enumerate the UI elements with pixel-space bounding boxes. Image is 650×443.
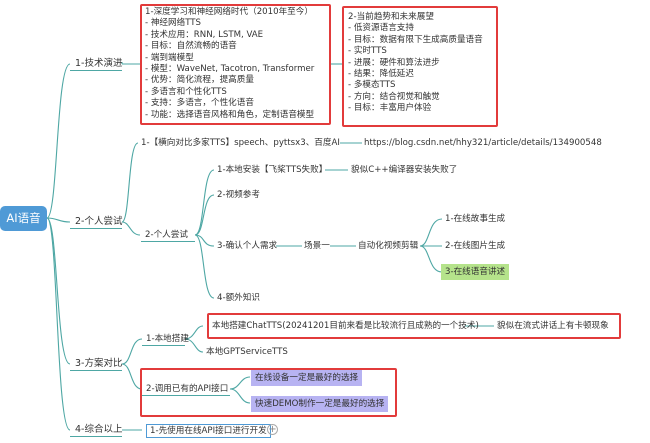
branch-personal-underline bbox=[70, 228, 122, 229]
tech-block2-line: - 目标：丰富用户体验 bbox=[348, 103, 432, 114]
branch-summary[interactable]: 4-综合以上 bbox=[75, 424, 123, 435]
node-gpt-service[interactable]: 本地GPTServiceTTS bbox=[206, 347, 288, 357]
tech-block2-line: 2-当前趋势和未来展望 bbox=[348, 12, 434, 22]
node-local-install[interactable]: 1-本地安装【飞桨TTS失败】 bbox=[217, 165, 328, 175]
node-attempt-underline bbox=[141, 241, 195, 242]
tech-block1-line: 1-深度学习和神经网络时代（2010年至今） bbox=[145, 7, 313, 17]
branch-compare-underline bbox=[70, 370, 122, 371]
branch-summary-underline bbox=[70, 436, 122, 437]
tech-block2-line: - 低资源语言支持 bbox=[348, 23, 414, 34]
tech-block1[interactable]: 1-深度学习和神经网络时代（2010年至今） - 神经网络TTS - 技术应用：… bbox=[145, 7, 314, 121]
node-horizontal-url[interactable]: https://blog.csdn.net/hhy321/article/det… bbox=[364, 138, 602, 148]
tech-block2-line: - 结果：降低延迟 bbox=[348, 68, 414, 79]
tech-block1-line: - 模型：WaveNet, Tacotron, Transformer bbox=[145, 63, 315, 74]
node-story[interactable]: 1-在线故事生成 bbox=[445, 214, 506, 224]
tech-block1-line: - 功能：选择语音风格和角色，定制语音模型 bbox=[145, 109, 315, 120]
tech-block2-line: - 多模态TTS bbox=[348, 80, 396, 91]
tech-block1-line: - 目标：自然流畅的语音 bbox=[145, 41, 237, 52]
branch-personal[interactable]: 2-个人尝试 bbox=[75, 216, 123, 227]
node-attempt[interactable]: 2-个人尝试 bbox=[145, 230, 188, 240]
api-frame bbox=[140, 368, 397, 417]
tech-block1-line: - 技术应用：RNN, LSTM, VAE bbox=[145, 29, 264, 40]
tech-block1-line: - 端到端模型 bbox=[145, 52, 194, 63]
tech-block2-line: - 方向：结合视觉和触觉 bbox=[348, 91, 440, 102]
node-conclusion[interactable]: 1-先使用在线API接口进行开发 bbox=[146, 424, 271, 438]
node-voice[interactable]: 3-在线语音讲述 bbox=[441, 264, 510, 280]
node-extra[interactable]: 4-额外知识 bbox=[217, 293, 260, 303]
tech-block2-line: - 实时TTS bbox=[348, 46, 387, 57]
node-api[interactable]: 2-调用已有的API接口 bbox=[146, 384, 229, 394]
add-node-icon[interactable]: + bbox=[267, 424, 278, 435]
tech-block2-line: - 进展：硬件和算法进步 bbox=[348, 57, 440, 68]
node-scene[interactable]: 场景一 bbox=[304, 241, 330, 251]
node-chattts[interactable]: 本地搭建ChatTTS(20241201目前来看是比较流行且成熟的一个技术) bbox=[212, 321, 479, 331]
node-local-install-note[interactable]: 貌似C++编译器安装失败了 bbox=[351, 165, 458, 175]
node-auto-edit[interactable]: 自动化视频剪辑 bbox=[358, 241, 419, 251]
tech-block1-line: - 支持：多语言，个性化语音 bbox=[145, 98, 254, 109]
node-horizontal-compare[interactable]: 1-【横向对比多家TTS】speech、pyttsx3、百度AI bbox=[141, 138, 340, 148]
branch-tech[interactable]: 1-技术演进 bbox=[75, 58, 123, 69]
node-image[interactable]: 2-在线图片生成 bbox=[445, 241, 506, 251]
node-api-underline bbox=[142, 395, 230, 396]
branch-compare[interactable]: 3-方案对比 bbox=[75, 358, 123, 369]
tech-block1-line: - 优势：简化流程，提高质量 bbox=[145, 75, 254, 86]
branch-tech-underline bbox=[70, 70, 122, 71]
node-needs[interactable]: 3-确认个人需求 bbox=[217, 241, 278, 251]
node-local-build-underline bbox=[142, 345, 185, 346]
node-api-online[interactable]: 在线设备一定是最好的选择 bbox=[251, 370, 363, 386]
tech-block2-line: - 目标：数据有限下生成高质量语音 bbox=[348, 34, 483, 45]
tech-block2[interactable]: 2-当前趋势和未来展望 - 低资源语言支持 - 目标：数据有限下生成高质量语音 … bbox=[348, 12, 483, 115]
node-api-demo[interactable]: 快速DEMO制作一定是最好的选择 bbox=[251, 396, 389, 412]
tech-block2-frame bbox=[342, 6, 498, 127]
node-chattts-note[interactable]: 貌似在流式讲话上有卡顿现象 bbox=[497, 321, 609, 331]
mindmap-root[interactable]: AI语音 bbox=[0, 206, 47, 231]
tech-block1-line: - 多语言和个性化TTS bbox=[145, 86, 227, 97]
chattts-frame bbox=[207, 313, 621, 339]
tech-block1-line: - 神经网络TTS bbox=[145, 18, 202, 29]
tech-block1-frame bbox=[140, 4, 331, 125]
node-local-build[interactable]: 1-本地搭建 bbox=[146, 334, 189, 344]
node-video-ref[interactable]: 2-视频参考 bbox=[217, 190, 260, 200]
